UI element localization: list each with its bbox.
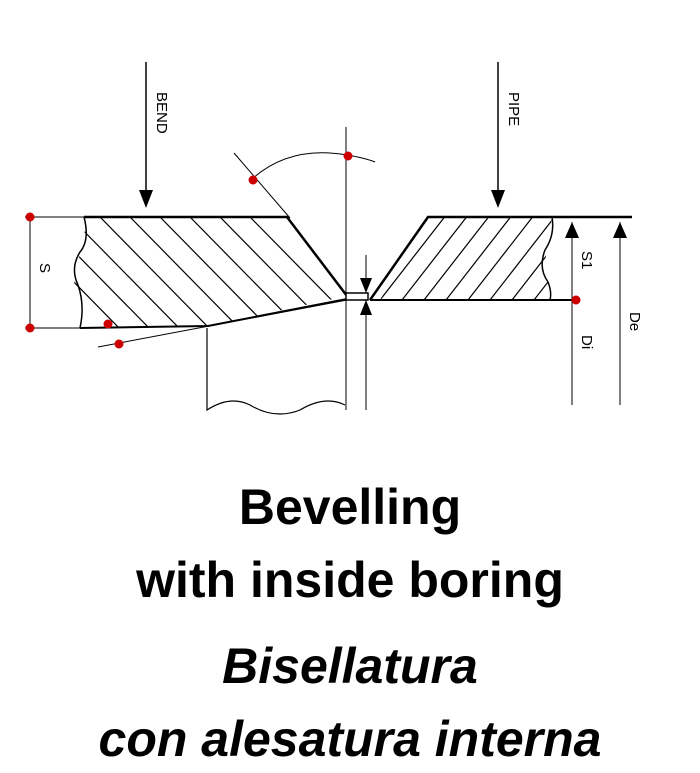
caption-english-line2: with inside boring — [136, 552, 564, 608]
bevelling-diagram: BEND PIPE S S1 Di De — [25, 62, 643, 415]
pipe-section — [368, 62, 632, 405]
pipe-label: PIPE — [505, 92, 522, 126]
pipe-hatching — [380, 217, 552, 300]
measurement-markers — [25, 151, 581, 349]
bend-hatching — [74, 217, 347, 328]
s-label: S — [36, 263, 53, 273]
caption-english-line1: Bevelling — [238, 479, 462, 535]
de-label: De — [626, 312, 643, 331]
bend-label: BEND — [153, 92, 170, 134]
root-gap — [345, 127, 372, 410]
bend-section — [25, 62, 376, 415]
caption-italian-line1: Bisellatura — [222, 638, 478, 694]
caption-italian-line2: con alesatura interna — [98, 711, 602, 767]
di-label: Di — [578, 335, 595, 349]
s1-label: S1 — [578, 251, 595, 269]
